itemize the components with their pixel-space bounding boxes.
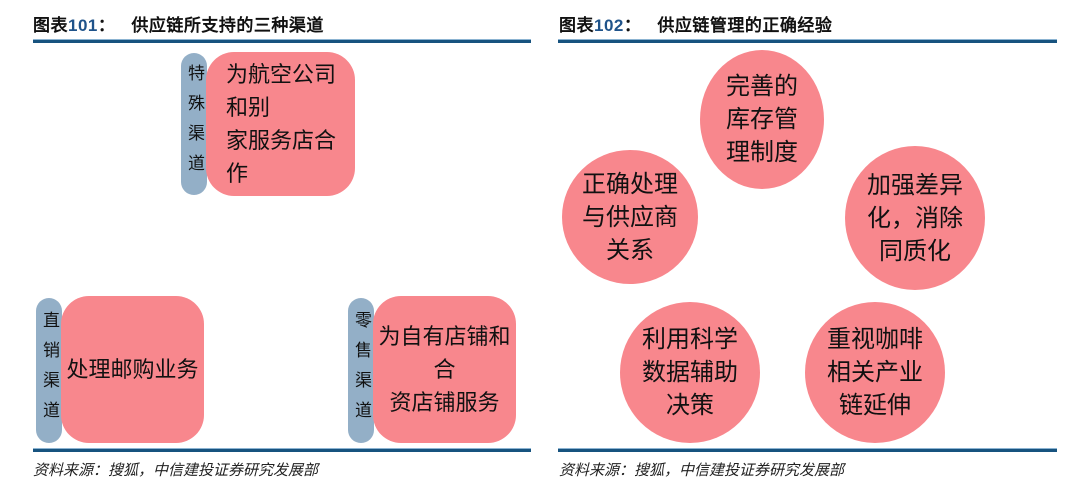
- experience-bubble-data: 利用科学 数据辅助 决策: [620, 302, 760, 443]
- bubble-line: 加强差异: [867, 171, 963, 199]
- figure-title-text: 供应链所支持的三种渠道: [131, 16, 324, 35]
- figure-colon: ：: [97, 16, 116, 35]
- footer-divider: [33, 448, 531, 452]
- experience-bubble-differentiation: 加强差异 化，消除 同质化: [845, 146, 985, 290]
- figure-label: 图表: [559, 16, 594, 35]
- figure-101-title: 图表101： 供应链所支持的三种渠道: [33, 11, 324, 36]
- channel-box-line: 资店铺服务: [389, 390, 500, 415]
- channel-box-line: 家服务店合作: [226, 128, 337, 186]
- footer-divider: [558, 448, 1057, 452]
- channel-tab-special: 特殊渠道: [181, 53, 207, 195]
- figure-colon: ：: [623, 16, 642, 35]
- channel-box-special: 为航空公司和别 家服务店合作: [206, 52, 355, 196]
- bubble-line: 数据辅助: [642, 359, 738, 386]
- bubble-line: 完善的: [726, 73, 798, 100]
- figure-number: 102: [594, 16, 624, 35]
- bubble-line: 决策: [666, 392, 714, 419]
- channel-tab-retail: 零售渠道: [348, 298, 374, 443]
- channel-box-direct: 处理邮购业务: [61, 296, 204, 443]
- title-divider: [558, 39, 1057, 43]
- figure-102-title: 图表102： 供应链管理的正确经验: [559, 11, 832, 36]
- bubble-line: 正确处理: [582, 170, 678, 198]
- channel-tab-direct: 直销渠道: [36, 298, 62, 443]
- channel-box-line: 为自有店铺和合: [378, 324, 511, 382]
- channel-box-retail: 为自有店铺和合 资店铺服务: [373, 296, 516, 443]
- figure-label: 图表: [33, 16, 68, 35]
- bubble-line: 同质化: [879, 237, 951, 265]
- channel-box-line: 处理邮购业务: [66, 357, 199, 382]
- bubble-line: 与供应商: [582, 203, 678, 231]
- figure-number: 101: [68, 16, 98, 35]
- bubble-line: 利用科学: [642, 326, 738, 353]
- experience-bubble-industry-chain: 重视咖啡 相关产业 链延伸: [805, 302, 945, 443]
- title-divider: [33, 39, 531, 43]
- bubble-line: 链延伸: [839, 392, 911, 419]
- source-note-left: 资料来源：搜狐，中信建投证券研究发展部: [33, 463, 319, 479]
- channel-box-line: 为航空公司和别: [226, 62, 337, 120]
- experience-bubble-inventory: 完善的 库存管 理制度: [700, 50, 824, 189]
- bubble-line: 库存管: [726, 106, 798, 133]
- experience-bubble-supplier: 正确处理 与供应商 关系: [562, 150, 698, 284]
- figure-title-text: 供应链管理的正确经验: [657, 16, 833, 35]
- bubble-line: 理制度: [726, 139, 798, 166]
- source-note-right: 资料来源：搜狐，中信建投证券研究发展部: [559, 463, 845, 479]
- bubble-line: 关系: [606, 236, 654, 264]
- bubble-line: 相关产业: [827, 359, 923, 386]
- bubble-line: 重视咖啡: [827, 326, 923, 353]
- bubble-line: 化，消除: [867, 204, 963, 232]
